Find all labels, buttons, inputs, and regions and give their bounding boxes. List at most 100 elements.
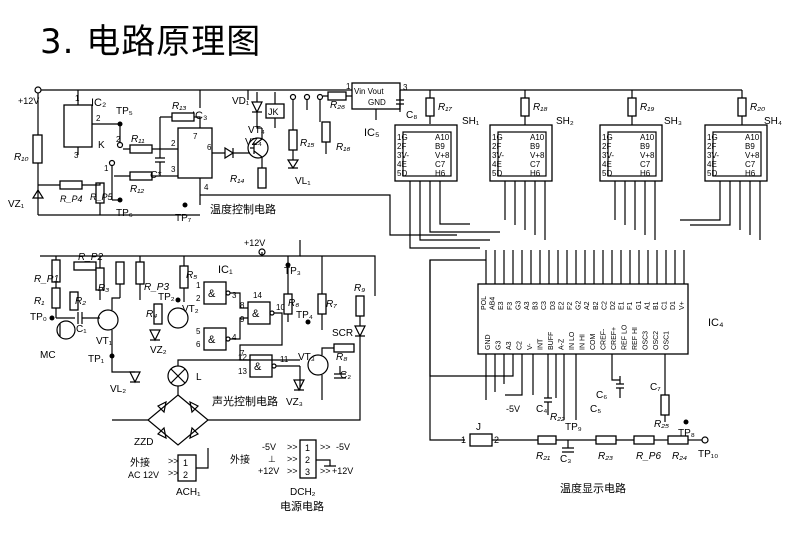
svg-text:>>: >> xyxy=(320,442,331,452)
segment-pin-left: 2F xyxy=(707,142,716,151)
ic4-bottom-pin-label: IN LO xyxy=(569,331,576,350)
svg-text:C₂: C₂ xyxy=(340,370,351,381)
svg-text:R_P6: R_P6 xyxy=(636,451,661,462)
svg-text:R₅: R₅ xyxy=(186,270,197,281)
svg-text:8: 8 xyxy=(240,301,245,310)
svg-text:R₄: R₄ xyxy=(146,309,157,320)
ic4-top-pin-label: E3 xyxy=(498,301,505,310)
svg-text:MC: MC xyxy=(40,350,56,361)
svg-text:2: 2 xyxy=(171,139,176,148)
r13-label: R₁₃ xyxy=(172,101,186,112)
segment-pin-right: C7 xyxy=(530,160,541,169)
ic4-bottom-pin-label: BUFF xyxy=(548,332,555,350)
svg-text:3: 3 xyxy=(171,165,176,174)
ic4-top-pin-label: B2 xyxy=(593,301,600,310)
segment-pin-right: B9 xyxy=(435,142,445,151)
svg-text:R_P2: R_P2 xyxy=(78,252,103,263)
svg-text:TP₁₀: TP₁₀ xyxy=(698,449,718,460)
sh3-display: R₁₉ SH₃ xyxy=(599,97,682,182)
ic5-label: IC₅ xyxy=(364,127,379,139)
segment-pin-left: 3V- xyxy=(397,151,409,160)
svg-text:7: 7 xyxy=(193,132,198,141)
r10-label: R₁₀ xyxy=(14,152,29,163)
segment-pin-left: 1G xyxy=(707,133,718,142)
svg-text:R₃: R₃ xyxy=(98,283,109,294)
segment-pin-left: 4E xyxy=(397,160,407,169)
svg-text:>>: >> xyxy=(287,454,298,464)
svg-text:SH₂: SH₂ xyxy=(556,116,574,127)
svg-text:6: 6 xyxy=(196,340,201,349)
vz1-label: VZ₁ xyxy=(8,199,25,210)
segment-pin-left: 4E xyxy=(707,160,717,169)
svg-text:>>: >> xyxy=(320,466,331,476)
ic5-gnd-label: GND xyxy=(368,98,386,107)
segment-pin-left: 1G xyxy=(397,133,408,142)
jk-label: JK xyxy=(268,107,279,117)
svg-text:3: 3 xyxy=(74,151,79,160)
svg-text:2: 2 xyxy=(96,114,101,123)
sh2-display: R₁₈ SH₂ xyxy=(489,97,574,182)
ic4-bottom-pin-label: C2 xyxy=(517,341,524,350)
r26-label: R₂₆ xyxy=(330,100,345,111)
ic3-label: IC₃ xyxy=(192,110,207,122)
svg-text:SCR: SCR xyxy=(332,328,353,339)
svg-text:R₂: R₂ xyxy=(75,296,86,307)
ic4-top-pin-label: G1 xyxy=(636,301,643,310)
svg-text:R₂₁: R₂₁ xyxy=(536,451,550,462)
svg-text:+12V: +12V xyxy=(258,466,279,476)
ic4-bottom-pin-label: REF LO xyxy=(622,324,629,350)
ic4-bottom-pin-label: OSC1 xyxy=(664,331,671,350)
svg-text:14: 14 xyxy=(253,291,262,300)
svg-text:+12V: +12V xyxy=(332,466,353,476)
segment-pin-right: H6 xyxy=(530,169,541,178)
r12-label: R₁₂ xyxy=(130,184,144,195)
segment-pin-right: A10 xyxy=(745,133,760,142)
svg-text:R₂₃: R₂₃ xyxy=(598,451,613,462)
segment-pin-left: 5D xyxy=(602,169,612,178)
svg-text:C₁: C₁ xyxy=(76,324,87,335)
segment-pin-left: 5D xyxy=(492,169,502,178)
svg-text:外接: 外接 xyxy=(230,453,250,466)
ic4-bottom-pin-label: A3 xyxy=(506,341,513,350)
ic4-bottom-pin-label: COM xyxy=(590,334,597,351)
ic4-top-pin-label: B1 xyxy=(653,301,660,310)
r16-label: R₁₆ xyxy=(336,142,350,153)
ic4-top-pin-label: B3 xyxy=(533,301,540,310)
r14-label: R₁₄ xyxy=(230,174,244,185)
segment-pin-left: 3V- xyxy=(492,151,504,160)
ic4-top-pin-label: D3 xyxy=(550,301,557,310)
svg-text:外接: 外接 xyxy=(130,456,150,469)
section-label-temp-control: 温度控制电路 xyxy=(210,202,276,216)
svg-text:4: 4 xyxy=(204,183,209,192)
svg-text:2: 2 xyxy=(196,294,201,303)
page-title: 3. 电路原理图 xyxy=(40,22,262,62)
svg-text:&: & xyxy=(208,334,216,346)
ic4-top-pin-label: E2 xyxy=(558,301,565,310)
svg-text:R₂₅: R₂₅ xyxy=(654,419,669,430)
segment-pin-right: V+8 xyxy=(745,151,760,160)
power-connectors: 12 外接 AC 12V >>>> ACH₁ 123 -5V ⊥ +12V 外接… xyxy=(128,439,353,513)
svg-text:-5V: -5V xyxy=(336,442,350,452)
svg-text:3: 3 xyxy=(232,291,237,300)
svg-text:J: J xyxy=(476,422,481,433)
r15-label: R₁₅ xyxy=(300,138,314,149)
segment-pin-right: H6 xyxy=(640,169,651,178)
svg-text:R₂₀: R₂₀ xyxy=(750,102,765,113)
ic4-top-pin-label: A1 xyxy=(644,301,651,310)
svg-text:R₂₂: R₂₂ xyxy=(550,412,565,423)
ic4-top-pin-label: POL xyxy=(481,296,488,310)
svg-text:VT₂: VT₂ xyxy=(182,304,199,315)
svg-text:&: & xyxy=(252,308,260,320)
ic4-top-pin-label: D2 xyxy=(610,301,617,310)
ic4-top-pin-label: F1 xyxy=(627,302,634,310)
ic4-top-pin-label: V+ xyxy=(679,301,686,310)
ic2-label: IC₂ xyxy=(91,97,106,109)
svg-text:>>: >> xyxy=(287,466,298,476)
ic4-bottom-pin-label: V- xyxy=(527,343,534,350)
svg-text:VZ₃: VZ₃ xyxy=(286,397,303,408)
svg-text:1: 1 xyxy=(104,164,109,173)
segment-pin-right: C7 xyxy=(435,160,446,169)
svg-text:1: 1 xyxy=(346,82,351,91)
ic4-top-pin-label: AB4 xyxy=(490,297,497,310)
